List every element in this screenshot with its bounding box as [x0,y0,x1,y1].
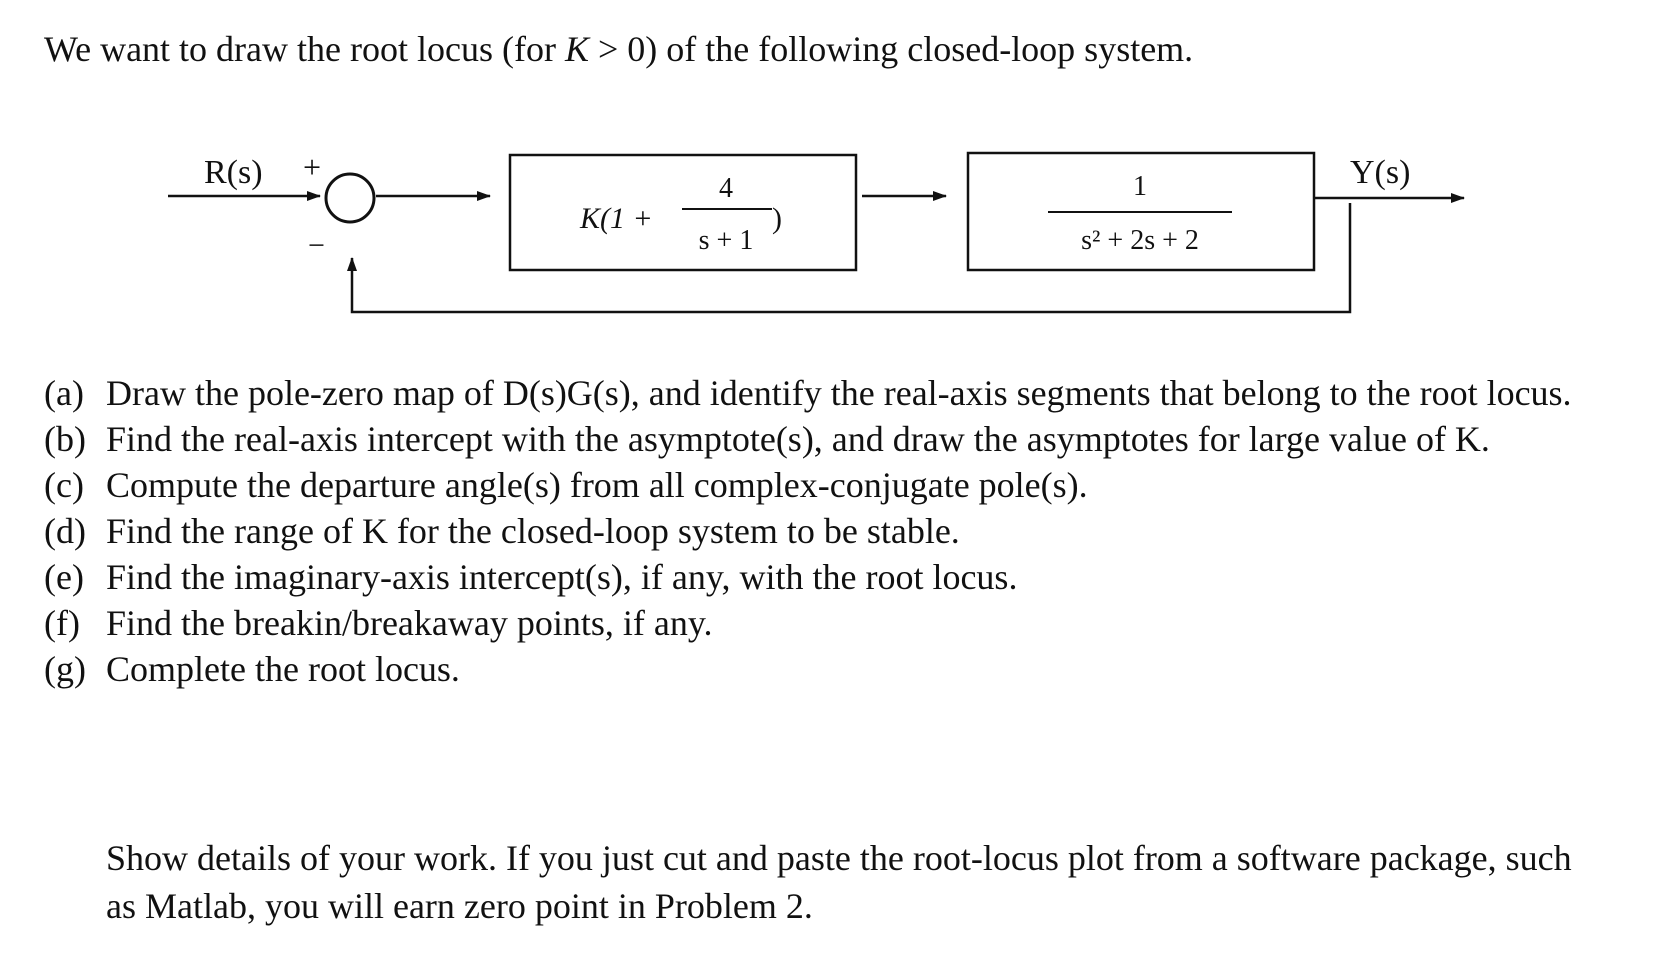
problem-intro: We want to draw the root locus (for K > … [44,28,1193,70]
question-text: Find the range of K for the closed-loop … [106,511,960,551]
plant-block [966,151,1316,272]
question-item-c: (c) Compute the departure angle(s) from a… [44,462,1624,508]
controller-prefix: K(1 + [579,202,653,235]
controller-denominator: s + 1 [699,225,754,256]
summing-junction [324,172,376,224]
question-label: (g) [44,649,86,689]
question-text: Find the breakin/breakaway points, if an… [106,603,713,643]
intro-variable-k: K [564,29,589,69]
question-item-a: (a) Draw the pole-zero map of D(s)G(s), a… [44,370,1624,416]
question-text: Find the imaginary-axis intercept(s), if… [106,557,1018,597]
controller-numerator: 4 [719,173,733,204]
question-label: (a) [44,373,84,413]
question-item-d: (d) Find the range of K for the closed-lo… [44,508,1624,554]
question-label: (f) [44,603,80,643]
intro-text-end: > 0) of the following closed-loop system… [588,29,1194,69]
block-diagram: R(s) + − K(1 + 4 s + 1 ) 1 s² + 2s + 2 Y… [0,120,1656,340]
plant-numerator: 1 [1133,171,1147,202]
plus-sign: + [303,149,321,185]
question-label: (b) [44,419,86,459]
question-item-b: (b) Find the real-axis intercept with the… [44,416,1624,462]
minus-sign: − [308,229,325,262]
controller-block [508,153,858,272]
question-item-f: (f) Find the breakin/breakaway points, if… [44,600,1624,646]
question-label: (d) [44,511,86,551]
question-text: Compute the departure angle(s) from all … [106,465,1088,505]
question-item-e: (e) Find the imaginary-axis intercept(s),… [44,554,1624,600]
question-text: Draw the pole-zero map of D(s)G(s), and … [106,373,1572,413]
question-text: Complete the root locus. [106,649,460,689]
question-item-g: (g) Complete the root locus. [44,646,1624,692]
block-diagram-svg: R(s) + − K(1 + 4 s + 1 ) 1 s² + 2s + 2 Y… [168,149,1465,314]
instructions-note: Show details of your work. If you just c… [106,838,1572,926]
question-label: (e) [44,557,84,597]
controller-suffix: ) [772,202,782,235]
intro-text-start: We want to draw the root locus (for [44,29,565,69]
feedback-path [347,203,1352,314]
output-label: Y(s) [1350,154,1410,191]
input-label: R(s) [204,154,263,191]
question-label: (c) [44,465,84,505]
question-list: (a) Draw the pole-zero map of D(s)G(s), a… [44,370,1624,692]
plant-denominator: s² + 2s + 2 [1081,225,1199,256]
question-text: Find the real-axis intercept with the as… [106,419,1490,459]
